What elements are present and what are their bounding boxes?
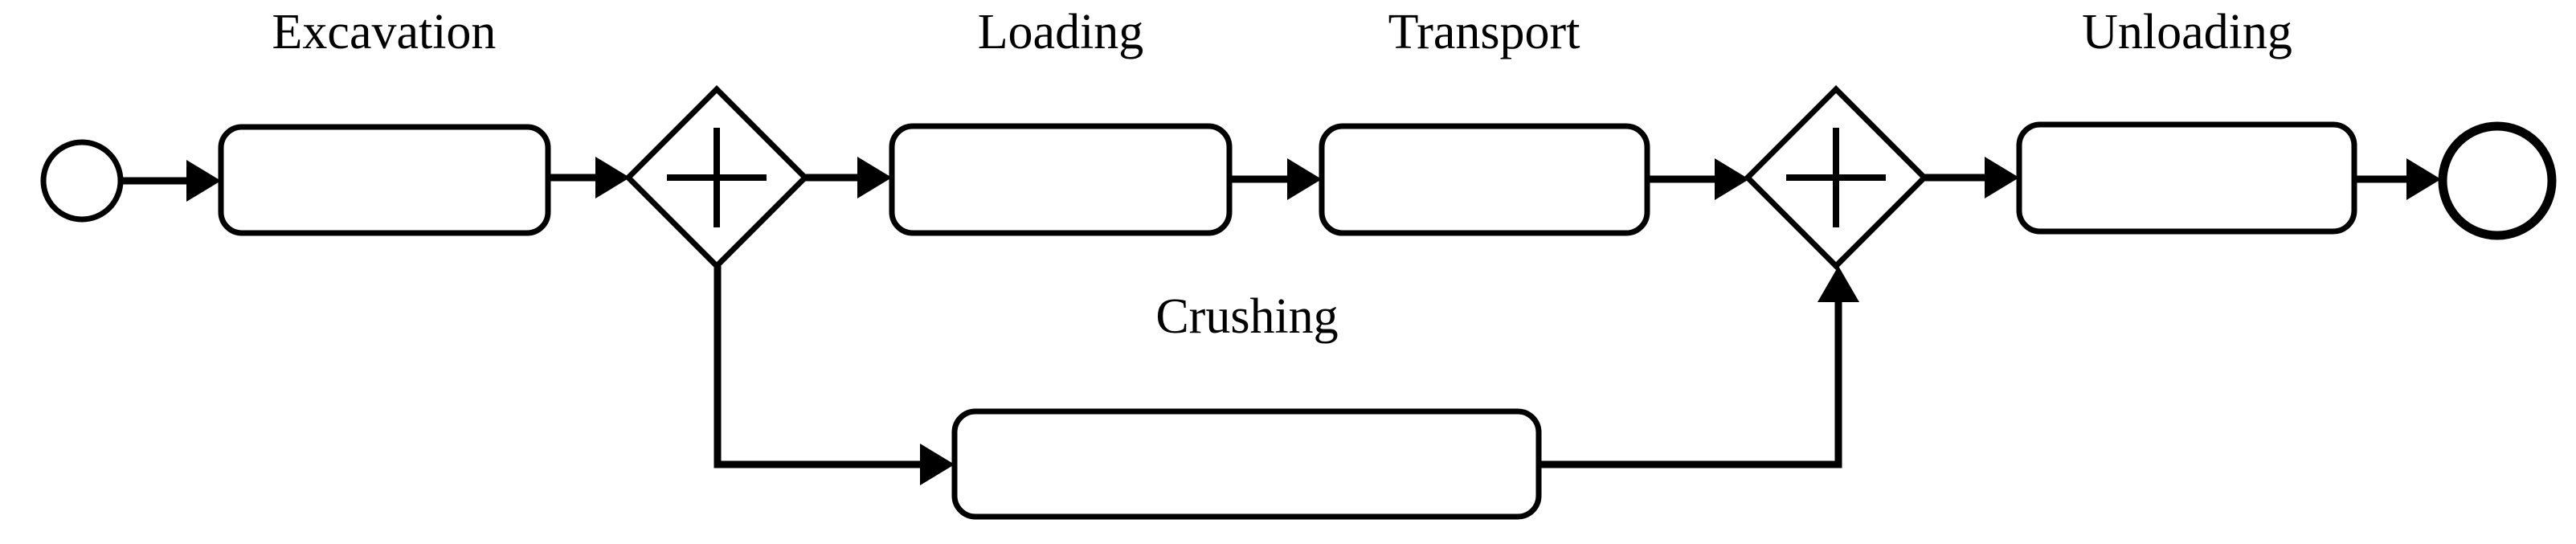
arrow-head-right	[1287, 158, 1322, 200]
flow-gateway-join-to-unloading	[1924, 157, 2019, 198]
task-loading-label: Loading	[978, 5, 1144, 59]
start-event[interactable]	[40, 139, 124, 223]
flow-loading-to-transport	[1229, 158, 1322, 200]
task-excavation[interactable]	[218, 124, 551, 236]
rounded-rectangle-icon	[1319, 123, 1650, 236]
task-crushing-label: Crushing	[1155, 289, 1338, 344]
plus-icon	[667, 128, 767, 227]
arrow-head-right	[857, 157, 892, 198]
rounded-rectangle-icon	[951, 408, 1542, 520]
arrow-head-right	[1985, 157, 2019, 198]
task-loading[interactable]	[889, 123, 1233, 236]
sequence-flow-layer	[121, 157, 2441, 485]
arrow-head-right	[2406, 158, 2441, 200]
flow-line	[1539, 280, 1842, 468]
rounded-rectangle-icon	[2016, 121, 2357, 235]
plus-icon	[1786, 128, 1886, 227]
circle-icon	[2438, 121, 2557, 240]
circle-icon	[40, 139, 124, 223]
task-unloading[interactable]	[2016, 121, 2357, 235]
rounded-rectangle-icon	[218, 124, 551, 236]
task-crushing[interactable]	[951, 408, 1542, 520]
arrow-head-right	[186, 160, 221, 202]
arrow-head-right	[920, 444, 955, 485]
flow-unloading-to-end	[2354, 158, 2441, 200]
flow-transport-to-gateway-join	[1647, 158, 1749, 200]
flow-excavation-to-gateway-split	[548, 157, 630, 198]
gateway-parallel-join[interactable]	[1744, 85, 1928, 270]
rounded-rectangle-icon	[889, 123, 1233, 236]
flow-crushing-to-gateway-join	[1539, 266, 1859, 468]
flow-gateway-split-to-loading	[805, 157, 892, 198]
flow-start-to-excavation	[121, 160, 221, 202]
end-event[interactable]	[2438, 121, 2557, 240]
flow-gateway-split-to-crushing	[714, 266, 955, 485]
task-transport[interactable]	[1319, 123, 1650, 236]
arrow-head-right	[595, 157, 630, 198]
task-unloading-label: Unloading	[2082, 5, 2292, 59]
arrow-head-right	[1715, 158, 1749, 200]
task-excavation-label: Excavation	[272, 5, 497, 59]
arrow-head-up	[1818, 266, 1859, 302]
gateway-parallel-split[interactable]	[624, 85, 809, 270]
task-transport-label: Transport	[1388, 5, 1580, 59]
flow-line	[714, 266, 941, 468]
